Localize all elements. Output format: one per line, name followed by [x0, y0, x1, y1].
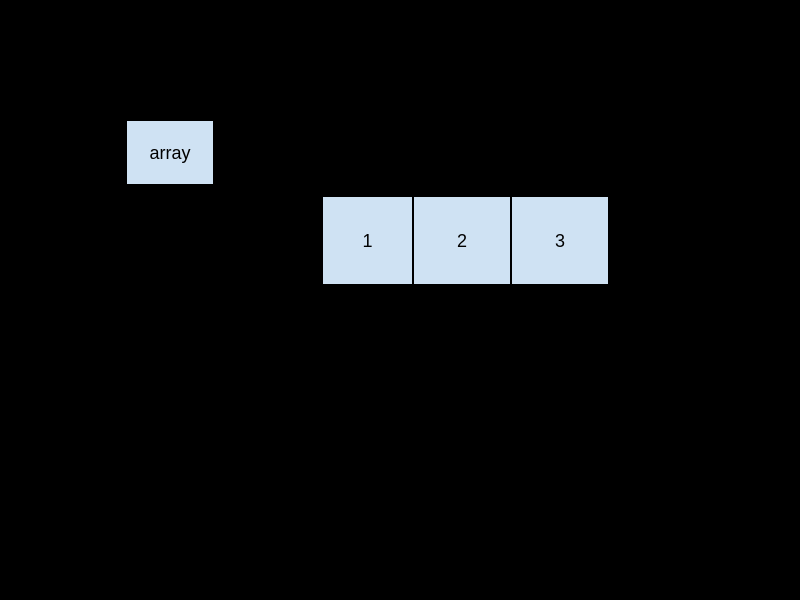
array-label-box: array	[126, 120, 214, 185]
array-cell-2: 3	[511, 196, 609, 285]
array-label: array	[149, 142, 191, 163]
array-cell-1-value: 2	[456, 230, 467, 251]
array-cell-2-value: 3	[554, 230, 565, 251]
array-cell-0-value: 1	[362, 230, 373, 251]
array-cell-1: 2	[413, 196, 511, 285]
array-cell-0: 1	[322, 196, 413, 285]
array-cells-row: 1 2 3	[322, 196, 609, 285]
